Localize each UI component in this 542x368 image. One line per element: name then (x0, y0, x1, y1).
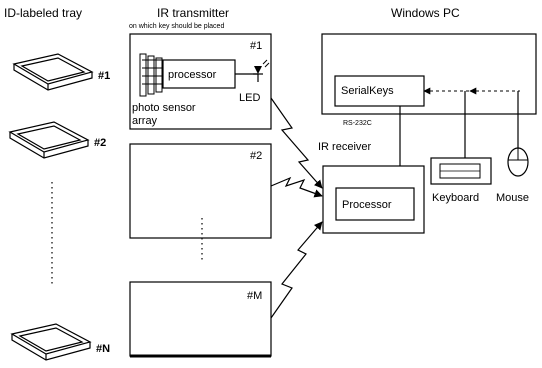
photo-sensor-label-2: array (132, 115, 158, 127)
transmitter-1-label: #1 (250, 40, 262, 52)
transmitter-column-header: IR transmitter (157, 6, 229, 20)
tray-1-inner (20, 57, 86, 82)
tray-n (10, 323, 92, 361)
tray-2-inner (16, 125, 82, 150)
keyboard-icon (430, 157, 492, 185)
keyboard-label: Keyboard (432, 192, 479, 204)
receiver-processor-label: Processor (342, 199, 392, 211)
photo-sensor-label-1: photo sensor (132, 102, 196, 114)
tray-n-label: #N (96, 343, 110, 355)
ir-signal-m (270, 221, 323, 319)
tray-2 (8, 121, 90, 159)
receiver-title: IR receiver (318, 141, 372, 153)
led-label: LED (239, 92, 260, 104)
pc-column-header: Windows PC (391, 6, 460, 20)
ir-signal-1 (270, 97, 323, 189)
tray-n-inner (18, 327, 84, 352)
mouse-icon (507, 147, 529, 177)
ir-signal-2 (270, 176, 323, 198)
transmitter-2-label: #2 (250, 150, 262, 162)
receiver-processor-box (335, 187, 415, 221)
transmitter-processor-label: processor (168, 69, 217, 81)
tray-1-label: #1 (98, 70, 110, 82)
rs232c-label: RS-232C (343, 120, 372, 127)
photo-sensor-array (139, 53, 164, 97)
mouse-label: Mouse (496, 192, 529, 204)
led-icon (253, 59, 270, 82)
transmitter-2-box (129, 143, 272, 239)
transmitter-m-label: #M (247, 290, 262, 302)
tray-column-header: ID-labeled tray (4, 6, 82, 20)
tray-2-label: #2 (94, 137, 106, 149)
serialkeys-label: SerialKeys (341, 85, 394, 97)
transmitter-subheader: on which key should be placed (129, 23, 224, 30)
transmitter-processor-box (162, 59, 236, 89)
tray-1 (12, 53, 94, 91)
